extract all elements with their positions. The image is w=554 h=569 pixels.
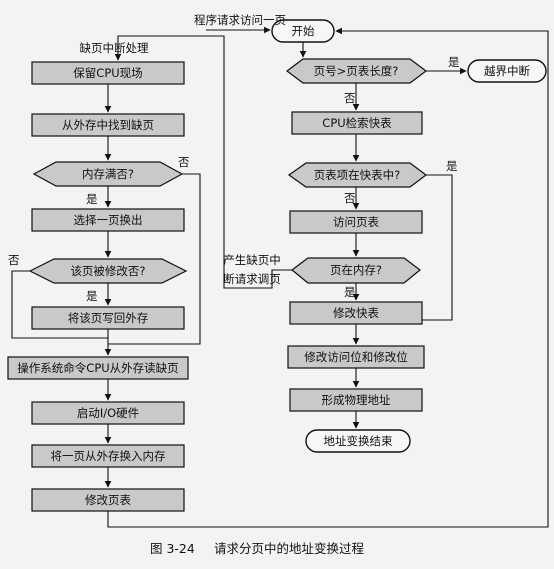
- load-page-label: 将一页从外存换入内存: [51, 449, 166, 463]
- modify-bits-label: 修改访问位和修改位: [304, 350, 408, 364]
- form-address-label: 形成物理地址: [322, 393, 391, 407]
- edge-modified-no: [11, 270, 108, 339]
- fault-handling-label: 缺页中断处理: [80, 41, 149, 55]
- find-page-label: 从外存中找到缺页: [62, 118, 154, 132]
- memory-full-yes: 是: [86, 192, 98, 206]
- page-modified-no: 否: [8, 253, 20, 267]
- edge-inmem-no: [114, 35, 292, 289]
- save-cpu-label: 保留CPU现场: [73, 66, 142, 80]
- page-modified-label: 该页被修改否?: [70, 264, 145, 278]
- select-page-label: 选择一页换出: [74, 213, 143, 227]
- write-back-label: 将该页写回外存: [68, 311, 149, 325]
- out-of-bounds-label: 越界中断: [484, 64, 530, 78]
- edge-tlb-yes: [356, 174, 453, 321]
- start-io-label: 启动I/O硬件: [77, 406, 139, 420]
- page-modified-yes: 是: [86, 289, 98, 303]
- check-length-no: 否: [344, 91, 356, 105]
- out-of-bounds-terminal: [467, 59, 547, 83]
- page-in-memory-decision: [291, 257, 421, 284]
- entry-in-tlb-no: 否: [344, 191, 356, 205]
- entry-in-tlb-label: 页表项在快表中?: [314, 168, 401, 182]
- page-in-memory-yes: 是: [344, 285, 356, 299]
- check-length-yes: 是: [448, 55, 460, 69]
- check-length-label: 页号>页表长度?: [314, 64, 399, 78]
- program-request-label: 程序请求访问一页: [194, 13, 286, 27]
- entry-in-tlb-yes: 是: [446, 159, 458, 173]
- cpu-search-tlb-box: [291, 111, 423, 135]
- memory-full-label: 内存满否?: [82, 167, 134, 181]
- figure-title: 请求分页中的地址变换过程: [214, 541, 365, 556]
- edge-return-start: [107, 27, 549, 528]
- memory-full-no: 否: [178, 155, 190, 169]
- figure-number: 图 3-24: [150, 541, 195, 556]
- end-label: 地址变换结束: [324, 434, 393, 448]
- access-page-table-label: 访问页表: [333, 215, 379, 229]
- edge-full-no: [108, 173, 201, 345]
- os-command-label: 操作系统命令CPU从外存读缺页: [17, 361, 178, 375]
- start-label: 开始: [292, 24, 315, 38]
- cpu-search-tlb-label: CPU检索快表: [322, 116, 392, 130]
- end-terminal: [305, 429, 411, 453]
- modify-tlb-label: 修改快表: [333, 306, 379, 320]
- os-command-box: [7, 356, 189, 380]
- page-in-memory-label: 页在内存?: [330, 263, 382, 277]
- modify-page-table-label: 修改页表: [85, 493, 131, 507]
- page-modified-decision: [28, 258, 188, 284]
- fault-gen-line-1: 产生缺页中: [223, 253, 281, 267]
- fault-gen-line-2: 断请求调页: [223, 272, 281, 286]
